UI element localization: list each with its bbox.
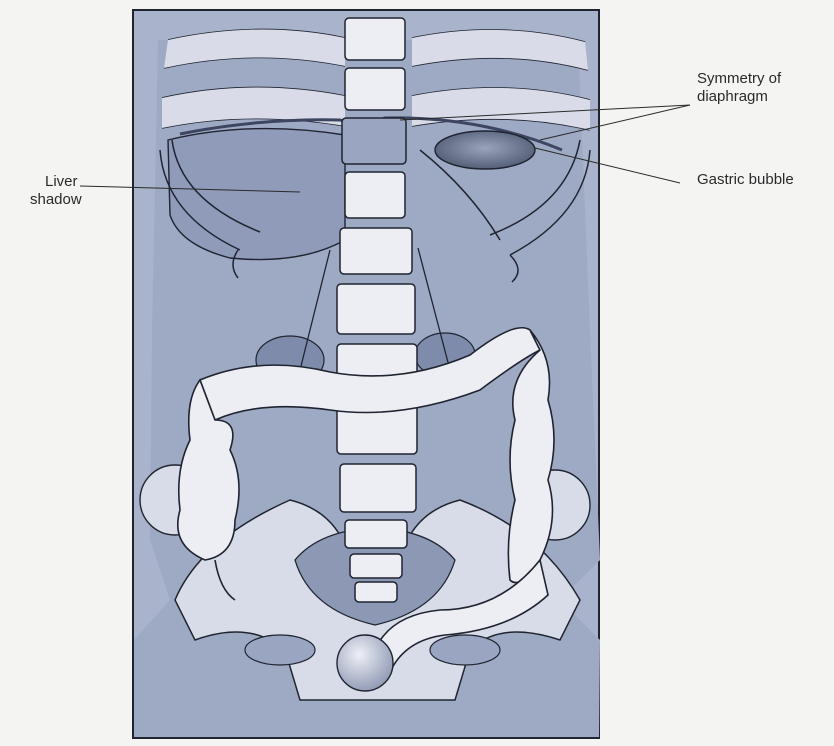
gastric-bubble-label: Gastric bubble (697, 171, 794, 189)
bladder (337, 635, 393, 691)
right-obturator (430, 635, 500, 665)
gastric-bubble (435, 131, 535, 169)
liver-label-line1: Liver (45, 173, 78, 191)
liver-label-line2: shadow (30, 191, 82, 209)
symmetry-label-line1: Symmetry of (697, 70, 781, 88)
left-obturator (245, 635, 315, 665)
liver-shadow (168, 129, 345, 260)
symmetry-label-line2: diaphragm (697, 88, 768, 106)
